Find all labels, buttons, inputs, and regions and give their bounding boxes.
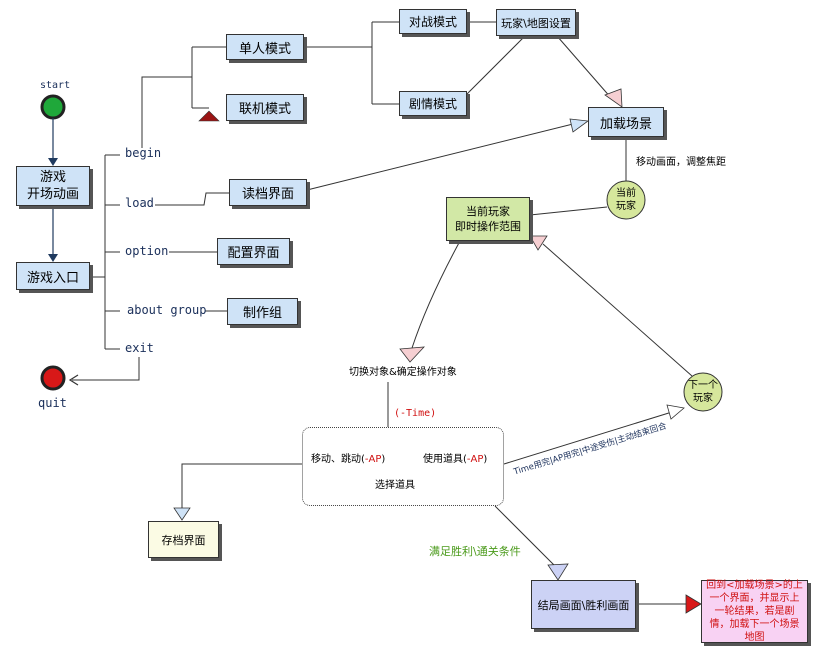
action-to-save-line [181, 463, 302, 508]
exit-to-quit-arrow [68, 374, 79, 386]
current-player-range-node: 当前玩家 即时操作范围 [446, 197, 530, 241]
save-screen-node: 存档界面 [148, 521, 219, 558]
intro-to-entry-arrow [48, 254, 58, 262]
menu-option-load: load [125, 196, 154, 210]
use-item-action: 使用道具(-AP) [423, 454, 488, 465]
action-to-next-line [503, 411, 673, 465]
ending-to-note-arrow [685, 594, 702, 614]
story-to-setup-line [466, 35, 526, 95]
loadscreen-to-loading-line [306, 123, 574, 191]
action-to-ending-line [494, 505, 558, 569]
next-to-range-arrow [529, 235, 548, 251]
quit-label: quit [38, 396, 67, 410]
move-camera-label: 移动画面，调整焦距 [636, 157, 726, 168]
setup-to-loading-line [556, 35, 613, 100]
current-circle-to-range-line [529, 206, 608, 216]
exit-to-quit-line [72, 357, 140, 381]
story-mode-node: 剧情模式 [399, 91, 467, 116]
single-mode-node: 单人模式 [226, 34, 304, 60]
current-player-circle-shape [606, 180, 646, 220]
time-cost-label: (-Time) [394, 408, 437, 419]
setup-to-loading-arrow [604, 88, 623, 108]
return-note-node: 回到<加载场景>的上一个界面，并显示上一轮结果，若是剧情，加载下一个场景地图 [701, 580, 808, 643]
win-condition-label: 满足胜利\通关条件 [429, 545, 521, 558]
menu-option-begin: begin [125, 146, 162, 160]
next-player-circle-label: 下一个 玩家 [688, 380, 718, 404]
load-to-loadscreen-line [155, 192, 229, 206]
next-to-range-line [542, 243, 693, 377]
select-item-action: 选择道具 [375, 480, 415, 491]
player-map-setup-node: 玩家\地图设置 [496, 9, 576, 36]
next-player-circle-shape [683, 372, 723, 412]
begin-to-modes-line [141, 76, 192, 148]
online-mode-aggregation-marker [198, 110, 220, 122]
loadscreen-to-loading-arrow [569, 118, 590, 133]
battle-mode-node: 对战模式 [399, 9, 467, 34]
action-to-next-arrow [666, 404, 685, 420]
menu-option-about: about group [127, 303, 207, 317]
menu-option-option: option [125, 244, 169, 258]
game-intro-node: 游戏 开场动画 [16, 166, 90, 206]
action-to-ending-arrow [547, 563, 569, 581]
range-to-switch-arrow [399, 346, 425, 363]
range-to-switch-line [411, 240, 461, 349]
config-screen-node: 配置界面 [217, 238, 290, 265]
start-to-intro-arrow [48, 158, 58, 166]
action-to-save-arrow [173, 507, 191, 521]
move-jump-action: 移动、跳动(-AP) [311, 454, 386, 465]
start-node [40, 94, 66, 120]
action-box: 移动、跳动(-AP) 使用道具(-AP) 选择道具 [302, 427, 504, 506]
loading-scene-node: 加载场景 [588, 107, 664, 137]
load-screen-node: 读档界面 [229, 179, 307, 206]
game-entry-node: 游戏入口 [16, 262, 90, 290]
credits-node: 制作组 [227, 298, 298, 325]
menu-option-exit: exit [125, 341, 154, 355]
quit-node [40, 365, 66, 391]
current-player-circle-label: 当前 玩家 [616, 188, 636, 212]
ending-screen-node: 结局画面\胜利画面 [531, 580, 636, 629]
start-label: start [40, 80, 71, 91]
switch-target-label: 切换对象&确定操作对象 [349, 367, 457, 378]
online-mode-node: 联机模式 [226, 94, 304, 121]
